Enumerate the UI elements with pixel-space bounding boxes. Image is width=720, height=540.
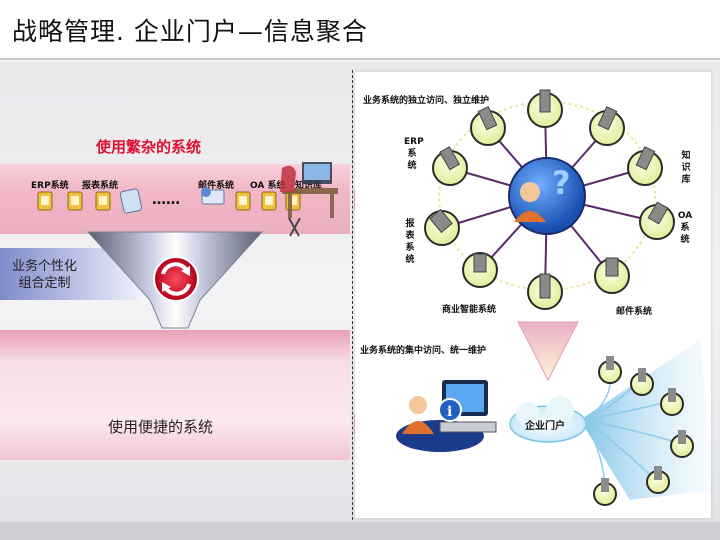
node-label-bi: 商业智能系统 [442, 305, 497, 315]
independent-access-caption: 业务系统的独立访问、独立维护 [363, 96, 490, 106]
node-label-knowledge: 知 识 库 [681, 151, 691, 185]
node-label-oa: OA 系 统 [677, 211, 693, 245]
arrow-down [517, 321, 579, 382]
convenient-systems-label: 使用便捷的系统 [108, 418, 214, 436]
system-label-report: 报表系统 [82, 181, 119, 191]
customize-label: 业务个性化 组合定制 [12, 259, 78, 291]
server-icons [429, 89, 669, 299]
node-label-report: 报 表 系 统 [405, 219, 415, 265]
system-label-ellipsis: …… [152, 192, 180, 208]
svg-text:i: i [447, 404, 452, 420]
complex-systems-heading: 使用繁杂的系统 [96, 138, 202, 156]
system-label-knowledge: 知识库 [295, 181, 323, 191]
info-icon [438, 398, 462, 422]
system-icons [37, 187, 301, 214]
slide-title: 战略管理. 企业门户—信息聚合 [12, 17, 368, 46]
portal-nodes [593, 356, 694, 506]
convenient-systems-band [0, 330, 350, 460]
svg-text:?: ? [552, 164, 571, 202]
portal-label: 企业门户 [525, 421, 565, 432]
node-label-mail: 邮件系统 [616, 307, 653, 317]
node-label-erp: ERP 系 统 [404, 137, 424, 171]
title-underline [0, 58, 720, 60]
footer-band [0, 522, 720, 540]
dashed-divider [352, 70, 353, 540]
system-label-oa: OA 系统 [250, 181, 286, 191]
central-access-caption: 业务系统的集中访问、统一维护 [360, 346, 487, 356]
workstation-icon [280, 162, 338, 237]
distribution-beam [580, 340, 715, 500]
system-label-mail: 邮件系统 [198, 181, 235, 191]
hub-user-icon [508, 157, 586, 235]
portal-cloud [509, 396, 587, 443]
system-label-erp: ERP系统 [31, 181, 69, 191]
